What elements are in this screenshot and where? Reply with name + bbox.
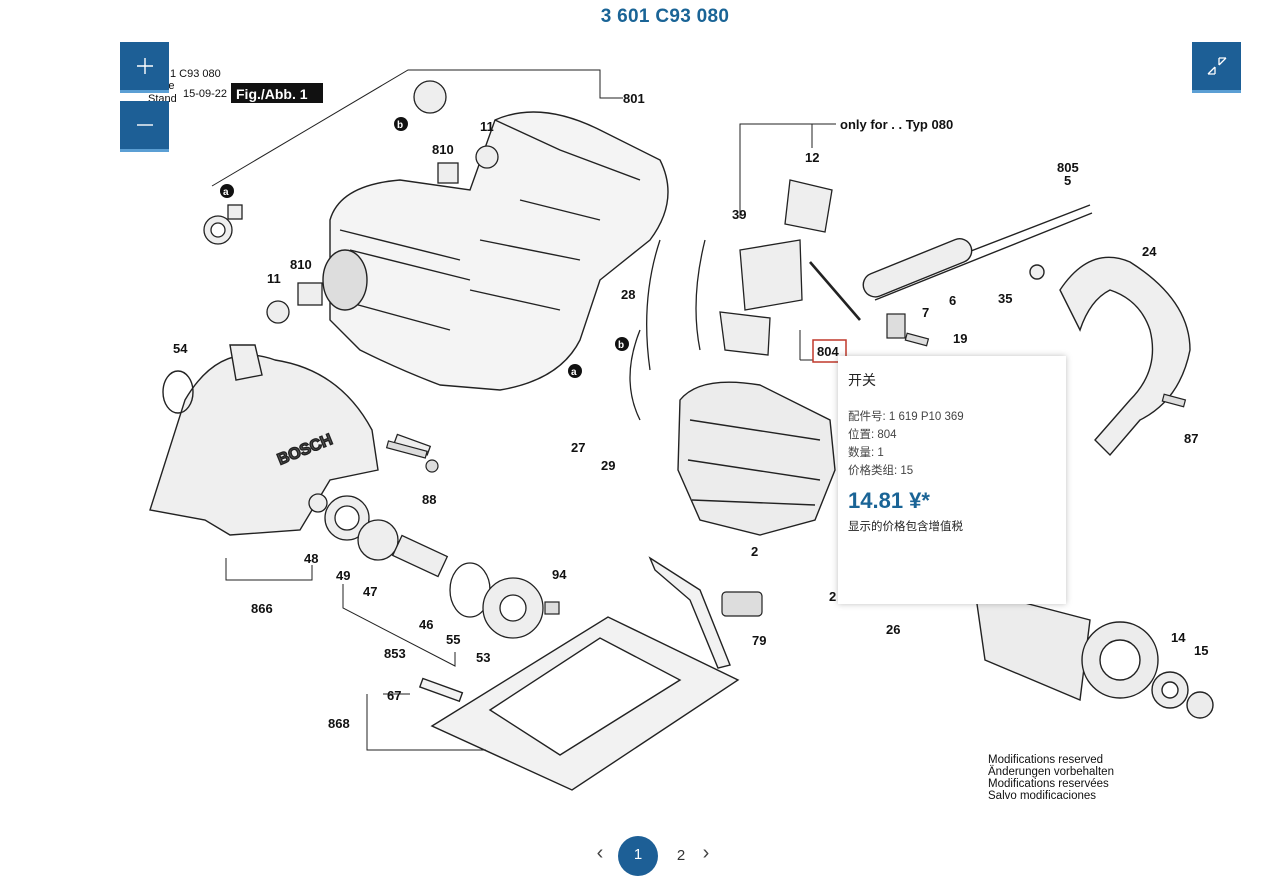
callout-87: 87 [1184, 431, 1198, 446]
callout-810a: 810 [432, 142, 454, 157]
zoom-in-button[interactable] [120, 42, 169, 93]
minus-icon [136, 124, 153, 126]
callout-49: 49 [336, 568, 350, 583]
callout-12: 12 [805, 150, 819, 165]
compress-icon [1207, 57, 1226, 75]
callout-39: 39 [732, 207, 746, 222]
part-callouts[interactable]: 801 11 810 11 810 12 39 805 5 24 28 54 2… [173, 91, 1208, 731]
callout-804[interactable]: 804 [817, 344, 839, 359]
callout-79: 79 [752, 633, 766, 648]
mod-de: Änderungen vorbehalten [988, 766, 1114, 778]
callout-810b: 810 [290, 257, 312, 272]
callout-868: 868 [328, 716, 350, 731]
callout-53: 53 [476, 650, 490, 665]
svg-text:b: b [618, 340, 624, 351]
page-title: 3 601 C93 080 [600, 6, 730, 27]
part-info-popup: 开关 配件号: 1 619 P10 369 位置: 804 数量: 1 价格类组… [838, 356, 1066, 604]
switch-wiring[interactable] [629, 179, 861, 421]
svg-text:b: b [397, 120, 403, 131]
modifications-note: Modifications reserved Änderungen vorbeh… [988, 754, 1114, 802]
price-vat-note: 显示的价格包含增值税 [848, 521, 963, 533]
callout-27: 27 [571, 440, 585, 455]
plus-icon [136, 58, 153, 74]
stator[interactable] [677, 381, 836, 536]
diagram-model: 1 C93 080 [170, 68, 221, 80]
callout-14: 14 [1171, 630, 1186, 645]
callout-11b: 11 [267, 271, 281, 286]
zoom-out-button[interactable] [120, 101, 169, 152]
callout-26: 26 [886, 622, 900, 637]
mod-es: Salvo modificaciones [988, 790, 1097, 802]
blade-guard[interactable]: BOSCH [149, 344, 379, 536]
part-position: 位置: 804 [848, 429, 897, 441]
exit-fullscreen-button[interactable] [1192, 42, 1241, 93]
part-quantity: 数量: 1 [848, 447, 884, 459]
part-price: 14.81 ¥* [848, 488, 930, 513]
callout-866: 866 [251, 601, 273, 616]
callout-11a: 11 [480, 119, 494, 134]
callout-54: 54 [173, 341, 188, 356]
callout-24: 24 [1142, 244, 1157, 259]
sub-markers: b a b a [220, 117, 629, 378]
rear-handle[interactable] [1029, 256, 1191, 457]
diagram-date: 15-09-22 [183, 88, 227, 100]
part-price-group: 价格类组: 15 [848, 465, 914, 477]
brush-caps[interactable] [203, 80, 499, 324]
page-1-button[interactable]: 1 [618, 836, 658, 876]
callout-2a: 2 [751, 544, 758, 559]
highlight-804-box[interactable] [812, 339, 847, 363]
callout-48: 48 [304, 551, 318, 566]
mod-fr: Modifications reservées [988, 778, 1109, 790]
callout-94: 94 [552, 567, 567, 582]
part-name: 开关 [848, 372, 876, 388]
svg-text:a: a [223, 187, 229, 198]
callout-853: 853 [384, 646, 406, 661]
callout-801: 801 [623, 91, 645, 106]
callout-805: 805 [1057, 160, 1079, 175]
armature[interactable] [974, 589, 1214, 719]
prev-page-chevron-icon[interactable]: ‹ [596, 842, 604, 864]
callout-35: 35 [998, 291, 1012, 306]
only-for-note: only for . . Typ 080 [840, 117, 953, 132]
leader-lines [211, 69, 836, 751]
next-page-chevron-icon[interactable]: › [702, 842, 710, 864]
callout-5: 5 [1064, 173, 1071, 188]
motor-housing[interactable] [322, 111, 669, 391]
callout-29: 29 [601, 458, 615, 473]
callout-6: 6 [949, 293, 956, 308]
callout-67: 67 [387, 688, 401, 703]
pagination: ‹ 1 2 › [590, 836, 716, 876]
callout-55: 55 [446, 632, 460, 647]
screws[interactable] [385, 313, 1187, 617]
callout-88: 88 [422, 492, 436, 507]
fig-label: Fig./Abb. 1 [236, 86, 308, 102]
callout-2b: 2 [829, 589, 836, 604]
base-plate[interactable] [418, 556, 740, 791]
fig-label-box [231, 83, 323, 103]
callout-19: 19 [953, 331, 967, 346]
page-2-button[interactable]: 2 [676, 847, 686, 864]
callout-15: 15 [1194, 643, 1208, 658]
svg-text:a: a [571, 367, 577, 378]
part-number: 配件号: 1 619 P10 369 [848, 411, 964, 423]
gear-assembly[interactable] [308, 433, 544, 639]
callout-28: 28 [621, 287, 635, 302]
mod-en: Modifications reserved [988, 754, 1104, 766]
callout-7: 7 [922, 305, 929, 320]
callout-46: 46 [419, 617, 433, 632]
power-cable[interactable] [860, 204, 1093, 301]
callout-47: 47 [363, 584, 377, 599]
